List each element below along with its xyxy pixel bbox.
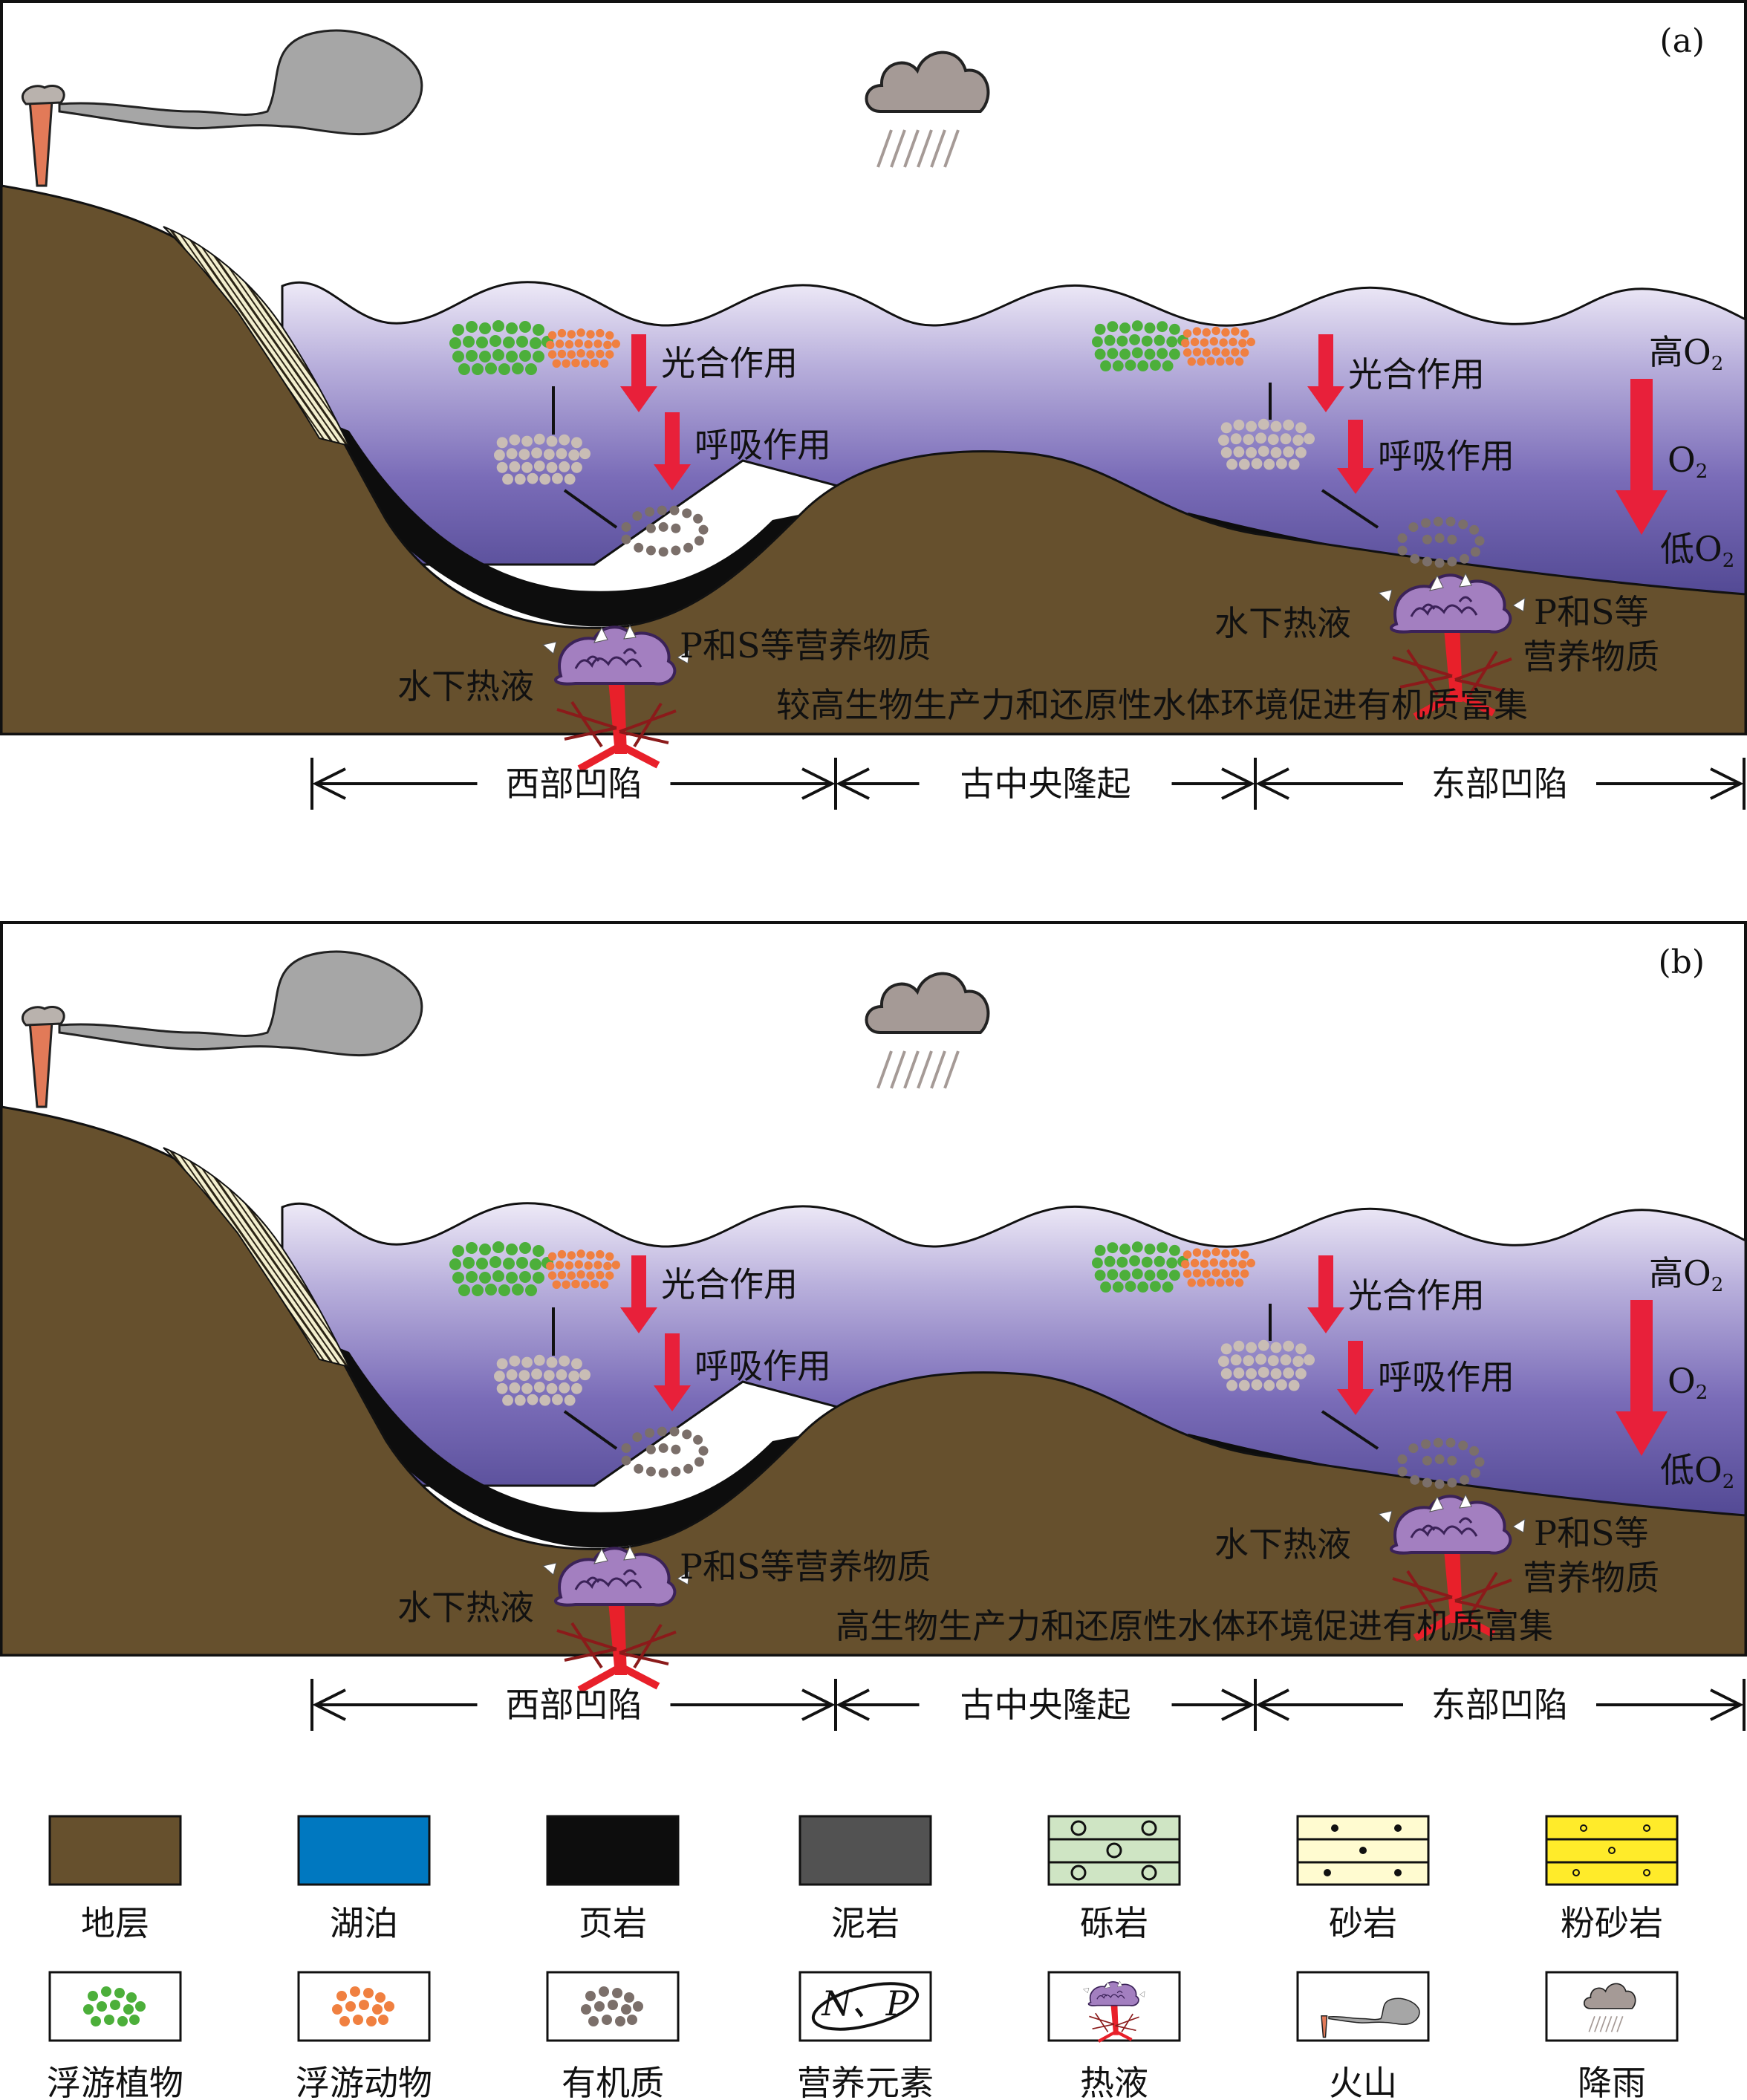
shale-layer-west bbox=[312, 1337, 810, 1548]
oxygen-mid-label: O2 bbox=[1668, 440, 1708, 483]
conglomerate-swatch bbox=[1047, 1815, 1181, 1886]
photosynthesis-label-west: 光合作用 bbox=[661, 1264, 798, 1304]
phytoplankton-swatch bbox=[48, 1971, 182, 2042]
shale-swatch bbox=[546, 1815, 680, 1886]
legend-item-zooplankton: 浮游动物 bbox=[296, 1971, 432, 2100]
oxygen-arrow bbox=[1616, 1300, 1668, 1456]
nutrients-label-east-2: 营养物质 bbox=[1523, 637, 1659, 677]
summary-label: 高生物生产力和还原性水体环境促进有机质富集 bbox=[836, 1606, 1553, 1646]
legend-label-conglomerate: 砾岩 bbox=[1080, 1903, 1148, 1943]
lake-water bbox=[281, 281, 1747, 611]
respiration-label-east: 呼吸作用 bbox=[1378, 1357, 1515, 1397]
legend-label-hydrothermal: 热液 bbox=[1080, 2063, 1148, 2100]
zone-scale: 西部凹陷 古中央隆起 东部凹陷 bbox=[310, 758, 1746, 810]
sandstone-wedge bbox=[163, 226, 351, 447]
summary-label: 较高生物生产力和还原性水体环境促进有机质富集 bbox=[776, 685, 1528, 725]
legend-item-phytoplankton: 浮游植物 bbox=[47, 1971, 183, 2100]
zone-label-1: 古中央隆起 bbox=[960, 764, 1131, 804]
west-plankton-group bbox=[449, 1241, 709, 1478]
oxygen-low-label: 低O2 bbox=[1660, 529, 1734, 572]
nutrients-label-west: P和S等营养物质 bbox=[680, 1547, 931, 1587]
oxygen-high-label: 高O2 bbox=[1649, 1253, 1723, 1296]
legend-item-shale: 页岩 bbox=[546, 1815, 680, 1943]
legend-item-organic: 有机质 bbox=[546, 1971, 680, 2100]
lake-swatch bbox=[297, 1815, 431, 1886]
legend-label-rain: 降雨 bbox=[1578, 2063, 1646, 2100]
oxygen-mid-label: O2 bbox=[1668, 1361, 1708, 1404]
zone-label-1: 古中央隆起 bbox=[960, 1685, 1131, 1725]
oxygen-arrow bbox=[1616, 379, 1668, 535]
respiration-label-west: 呼吸作用 bbox=[694, 425, 831, 465]
legend-item-conglomerate: 砾岩 bbox=[1047, 1815, 1181, 1943]
legend-label-siltstone: 粉砂岩 bbox=[1561, 1903, 1663, 1943]
mudstone-swatch bbox=[798, 1815, 932, 1886]
rain-swatch bbox=[1545, 1971, 1679, 2042]
legend-item-siltstone: 粉砂岩 bbox=[1545, 1815, 1679, 1943]
hydrothermal-label-east: 水下热液 bbox=[1214, 603, 1351, 643]
volcano-swatch bbox=[1296, 1971, 1430, 2042]
volcano-icon bbox=[21, 29, 423, 187]
legend-item-strata: 地层 bbox=[48, 1815, 182, 1943]
east-plankton-group bbox=[1092, 320, 1485, 568]
legend-label-shale: 页岩 bbox=[579, 1903, 647, 1943]
west-plankton-group bbox=[449, 320, 709, 557]
hydrothermal-label-west: 水下热液 bbox=[397, 666, 534, 706]
panel-a: (a)光合作用呼吸作用光合作用呼吸作用高O2O2低O2水下热液P和S等营养物质水… bbox=[0, 0, 1747, 810]
legend-label-nutrient: 营养元素 bbox=[797, 2063, 934, 2100]
legend-label-volcano: 火山 bbox=[1329, 2063, 1397, 2100]
nutrients-label-east-1: P和S等 bbox=[1534, 1513, 1648, 1553]
respiration-label-east: 呼吸作用 bbox=[1378, 436, 1515, 476]
zone-label-0: 西部凹陷 bbox=[506, 1685, 642, 1725]
legend-item-sandstone: 砂岩 bbox=[1296, 1815, 1430, 1943]
zone-label-2: 东部凹陷 bbox=[1431, 764, 1568, 804]
nutrient-swatch-text: N、P bbox=[821, 1983, 909, 2023]
legend-item-lake: 湖泊 bbox=[297, 1815, 431, 1943]
legend-item-hydrothermal: 热液 bbox=[1047, 1971, 1181, 2100]
zooplankton-swatch bbox=[297, 1971, 431, 2042]
hydrothermal-label-east: 水下热液 bbox=[1214, 1524, 1351, 1564]
legend-label-phytoplankton: 浮游植物 bbox=[47, 2063, 183, 2100]
oxygen-low-label: 低O2 bbox=[1660, 1450, 1734, 1493]
panel-label: (a) bbox=[1659, 22, 1705, 60]
shale-layer-west bbox=[312, 416, 810, 627]
hydrothermal-swatch bbox=[1047, 1971, 1181, 2041]
legend-item-volcano: 火山 bbox=[1296, 1971, 1430, 2100]
nutrients-label-east-2: 营养物质 bbox=[1523, 1558, 1659, 1598]
zone-scale: 西部凹陷 古中央隆起 东部凹陷 bbox=[310, 1679, 1746, 1731]
legend-label-lake: 湖泊 bbox=[330, 1903, 398, 1943]
zone-label-2: 东部凹陷 bbox=[1431, 1685, 1568, 1725]
organic-swatch bbox=[546, 1971, 680, 2042]
hydrothermal-label-west: 水下热液 bbox=[397, 1587, 534, 1628]
legend-label-mudstone: 泥岩 bbox=[831, 1903, 899, 1943]
volcano-icon bbox=[21, 950, 423, 1108]
photosynthesis-label-west: 光合作用 bbox=[661, 343, 798, 383]
panel-label: (b) bbox=[1659, 943, 1705, 981]
photosynthesis-label-east: 光合作用 bbox=[1348, 354, 1485, 394]
legend-label-organic: 有机质 bbox=[562, 2063, 664, 2100]
nutrients-label-east-1: P和S等 bbox=[1534, 592, 1648, 632]
lake-water bbox=[281, 1202, 1747, 1532]
nutrients-label-west: P和S等营养物质 bbox=[680, 625, 931, 666]
legend-label-zooplankton: 浮游动物 bbox=[296, 2063, 432, 2100]
strata-swatch bbox=[48, 1815, 182, 1886]
legend-label-sandstone: 砂岩 bbox=[1329, 1903, 1397, 1943]
east-plankton-group bbox=[1092, 1241, 1485, 1489]
respiration-label-west: 呼吸作用 bbox=[694, 1346, 831, 1386]
nutrient-swatch: N、P bbox=[798, 1971, 932, 2042]
legend-item-rain: 降雨 bbox=[1545, 1971, 1679, 2100]
siltstone-swatch bbox=[1545, 1815, 1679, 1886]
legend-item-nutrient: N、P 营养元素 bbox=[797, 1971, 934, 2100]
oxygen-high-label: 高O2 bbox=[1649, 332, 1723, 375]
sandstone-swatch bbox=[1296, 1815, 1430, 1886]
legend-item-mudstone: 泥岩 bbox=[798, 1815, 932, 1943]
panel-b: (b)光合作用呼吸作用光合作用呼吸作用高O2O2低O2水下热液P和S等营养物质水… bbox=[0, 921, 1747, 1731]
sandstone-wedge bbox=[163, 1147, 351, 1368]
photosynthesis-label-east: 光合作用 bbox=[1348, 1275, 1485, 1316]
zone-label-0: 西部凹陷 bbox=[506, 764, 642, 804]
legend-label-strata: 地层 bbox=[81, 1903, 149, 1943]
